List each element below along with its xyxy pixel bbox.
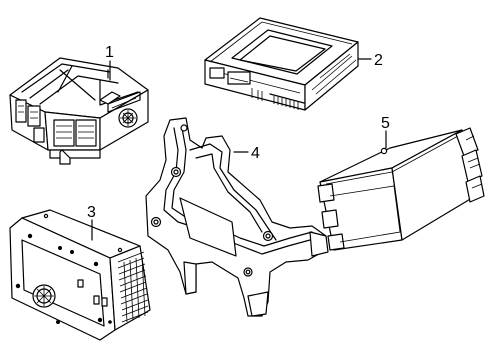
callout-labels: 1 2 3 4 5 — [87, 44, 390, 221]
part-5-module — [317, 127, 485, 251]
leader-lines — [91, 58, 387, 241]
part-1-module — [9, 57, 149, 165]
part-3-amplifier — [9, 209, 151, 341]
callout-5: 5 — [381, 115, 390, 132]
callout-1: 1 — [105, 44, 114, 61]
part-2-module — [204, 17, 359, 111]
callout-3: 3 — [87, 204, 96, 221]
callout-2: 2 — [374, 52, 383, 69]
callout-4: 4 — [251, 145, 260, 162]
part-4-bracket — [145, 117, 329, 317]
